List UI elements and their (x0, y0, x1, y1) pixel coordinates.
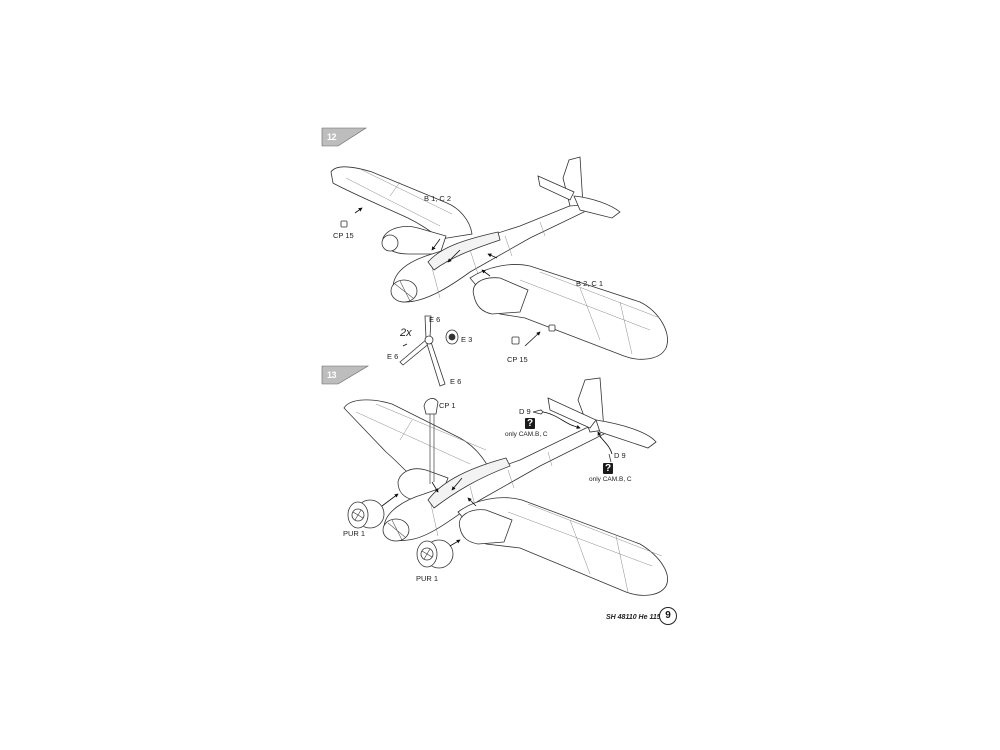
kit-reference: SH 48110 He 115 (606, 614, 661, 621)
label-e6-left: E 6 (387, 352, 399, 361)
step-13-number: 13 (327, 370, 337, 380)
step-13-leader-lines (381, 411, 613, 547)
label-note-bottom: only CAM.B, C (589, 476, 632, 483)
label-d9-bottom: D 9 (614, 451, 626, 460)
label-pur1-left: PUR 1 (343, 529, 366, 538)
label-cp15-right: CP 15 (507, 355, 528, 364)
step-13-assembly-drawing (343, 377, 668, 596)
page-number: 9 (659, 607, 677, 625)
step-12-leader-lines (354, 207, 541, 347)
label-pur1-bottom: PUR 1 (416, 574, 439, 583)
label-cp15-left: CP 15 (333, 231, 354, 240)
question-mark-icon: ? (525, 418, 535, 429)
step-12-tag (321, 127, 368, 147)
step-12-number: 12 (327, 132, 337, 142)
label-wing-left: B 1, C 2 (424, 194, 452, 203)
label-cp1: CP 1 (439, 401, 456, 410)
step-13-tag (321, 365, 370, 385)
label-e3: E 3 (461, 335, 473, 344)
label-e6-top: E 6 (429, 315, 441, 324)
step-12-assembly-drawing (330, 156, 668, 387)
label-d9-top: D 9 (519, 407, 531, 416)
label-note-top: only CAM.B, C (505, 431, 548, 438)
question-mark-icon: ? (603, 463, 613, 474)
label-wing-right: B 2, C 1 (576, 279, 604, 288)
label-multiplier: 2x (400, 327, 412, 339)
label-e6-bottom: E 6 (450, 377, 462, 386)
